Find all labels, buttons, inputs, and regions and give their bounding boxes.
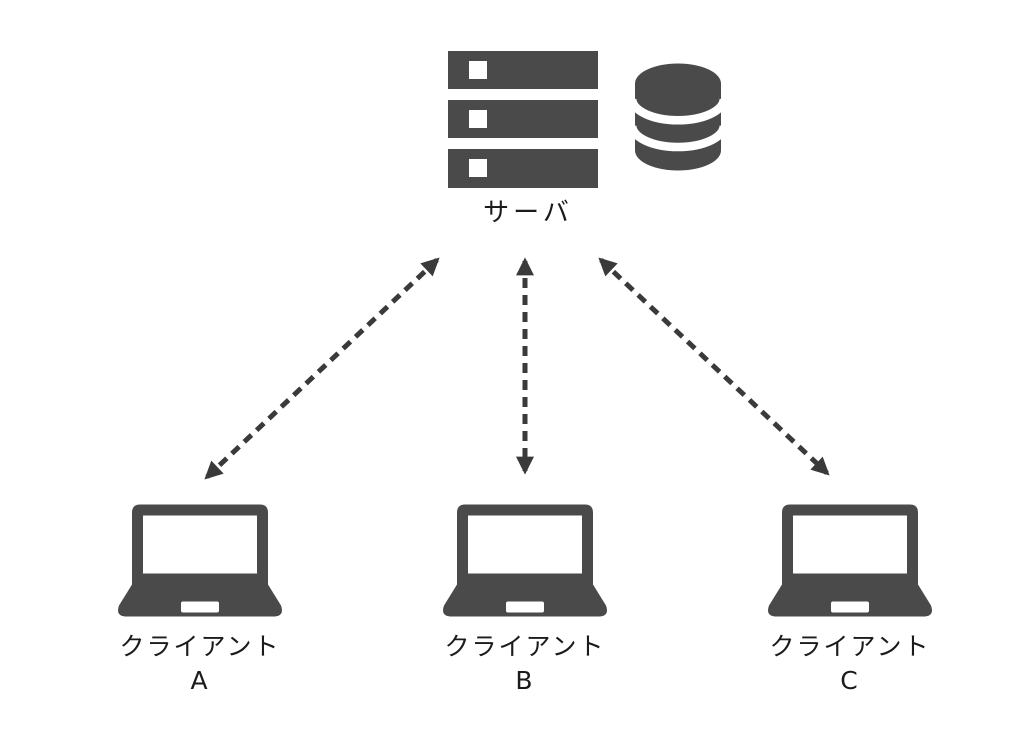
client-node-b: クライアント B [415, 503, 635, 698]
laptop-icon [118, 504, 282, 617]
arrow-server-client-a [204, 257, 440, 480]
client-c-id: C [840, 666, 860, 695]
server-label: サーバ [483, 198, 573, 228]
laptop-icon [768, 504, 932, 617]
server-rack-icon [448, 51, 598, 188]
client-node-c: クライアント C [740, 503, 960, 698]
laptop-icon [443, 504, 607, 617]
client-b-id: B [515, 666, 535, 695]
database-icon [635, 63, 721, 171]
client-c-label: クライアント [769, 632, 931, 661]
client-node-a: クライアント A [90, 503, 310, 698]
client-a-id: A [190, 666, 210, 695]
client-b-label: クライアント [444, 632, 606, 661]
client-a-label: クライアント [119, 632, 281, 661]
arrow-server-client-c [598, 257, 830, 476]
